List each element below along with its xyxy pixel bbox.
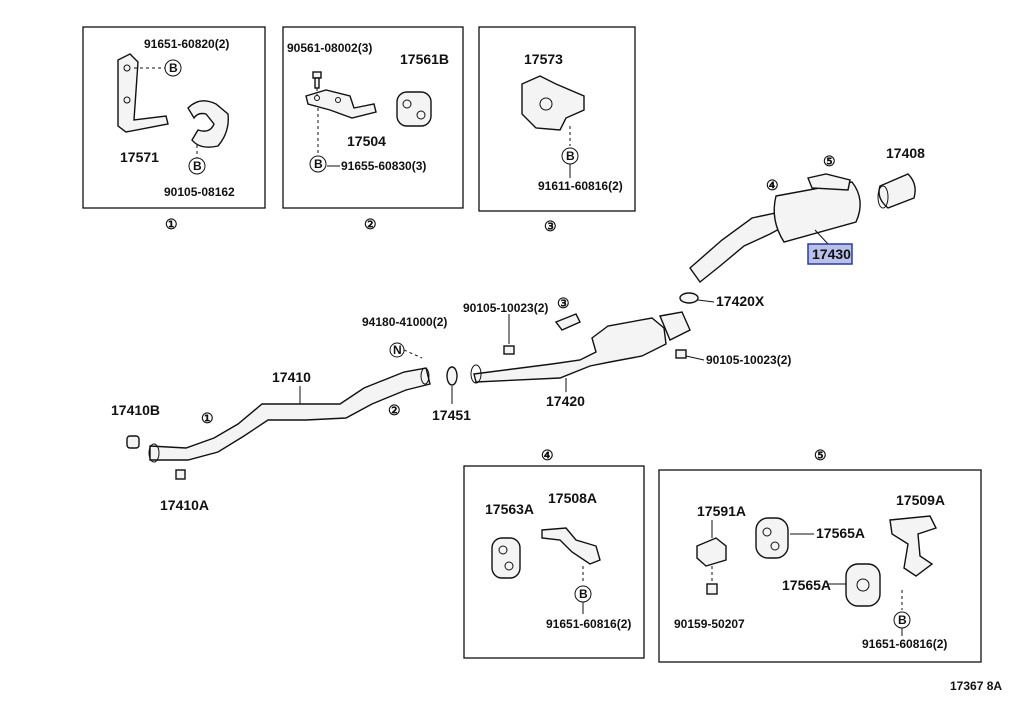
bracket-17571[interactable]	[117, 53, 169, 133]
part-label: 91655-60830(3)	[341, 159, 426, 173]
front-pipe-17410[interactable]	[148, 367, 431, 463]
detail-box-4: B 17563A 17508A 91651-60816(2)	[463, 465, 645, 659]
bolt-icon	[675, 349, 687, 359]
diagram-reference: 17367 8A	[950, 679, 1002, 693]
box-number: ①	[165, 216, 178, 232]
part-label: 91651-60816(2)	[862, 637, 947, 651]
bracket-17504[interactable]	[305, 89, 377, 119]
box-number: ④	[541, 447, 554, 463]
bolt-marker-b: B	[309, 155, 327, 173]
part-label: 90159-50207	[674, 617, 745, 631]
part-label: 17504	[347, 133, 386, 149]
tail-pipe-17408[interactable]	[877, 173, 916, 209]
bolt-marker-b: B	[188, 157, 206, 175]
label-bolt-lower: 90105-10023(2)	[706, 353, 791, 367]
bolt-icon	[503, 345, 515, 355]
svg-text:B: B	[193, 159, 202, 173]
detail-box-1: B B 91651-60820(2) 17571 90105-08162 ①	[82, 26, 266, 232]
svg-text:B: B	[898, 613, 907, 627]
part-label: 90105-08162	[164, 185, 235, 199]
rubber-hanger-17565a[interactable]	[755, 517, 789, 559]
svg-text:B: B	[169, 61, 178, 75]
svg-text:B: B	[579, 587, 588, 601]
part-label: 17508A	[548, 490, 597, 506]
nut-17410b[interactable]	[126, 435, 140, 449]
part-label: 17561B	[400, 51, 449, 67]
detail-box-3: B 17573 91611-60816(2) ③	[478, 26, 636, 234]
rubber-hanger-17561b[interactable]	[396, 91, 432, 127]
nut-marker-n: N	[389, 342, 405, 358]
bracket-17573[interactable]	[521, 75, 585, 131]
tail-muffler-17430[interactable]	[689, 173, 861, 284]
label-nut: 94180-41000(2)	[362, 315, 447, 329]
svg-text:B: B	[566, 149, 575, 163]
block-17591a[interactable]	[696, 537, 727, 567]
label-bolt-upper: 90105-10023(2)	[463, 301, 548, 315]
bolt-icon	[706, 583, 718, 595]
center-pipe-17420[interactable]	[470, 311, 691, 384]
label-17408: 17408	[886, 145, 925, 161]
clamp-part[interactable]	[187, 100, 229, 148]
part-label: 17563A	[485, 501, 534, 517]
callout-2: ②	[388, 402, 401, 418]
label-17420: 17420	[546, 393, 585, 409]
rubber-hanger-17563a[interactable]	[491, 537, 521, 579]
label-17410: 17410	[272, 369, 311, 385]
callout-3: ③	[557, 295, 570, 311]
callout-5: ⑤	[823, 153, 836, 169]
part-label: 17571	[120, 149, 159, 165]
part-label: 90561-08002(3)	[287, 41, 372, 55]
part-label: 91651-60816(2)	[546, 617, 631, 631]
svg-text:N: N	[393, 343, 402, 357]
gasket-17420x[interactable]	[679, 292, 699, 304]
part-label: 91651-60820(2)	[144, 37, 229, 51]
callout-1: ①	[201, 410, 214, 426]
bolt-17410a[interactable]	[175, 469, 186, 480]
box-number: ⑤	[814, 447, 827, 463]
bracket-17509a[interactable]	[889, 515, 937, 577]
svg-text:17430: 17430	[812, 246, 851, 262]
bracket-17508a[interactable]	[541, 527, 601, 565]
label-17451: 17451	[432, 407, 471, 423]
part-label: 91611-60816(2)	[538, 179, 623, 193]
callout-4: ④	[766, 177, 779, 193]
bolt-icon	[312, 71, 322, 89]
label-17420x: 17420X	[716, 293, 765, 309]
part-label: 17591A	[697, 503, 746, 519]
highlighted-label-17430[interactable]: 17430	[807, 243, 853, 265]
box-number: ③	[544, 218, 557, 234]
svg-text:B: B	[314, 157, 323, 171]
part-label: 17565A	[782, 577, 831, 593]
bolt-marker-b: B	[893, 611, 911, 629]
rubber-hanger-17565a[interactable]	[845, 563, 881, 607]
part-label: 17565A	[816, 525, 865, 541]
box-number: ②	[364, 216, 377, 232]
bolt-marker-b: B	[574, 585, 592, 603]
bolt-marker-b: B	[561, 147, 579, 165]
label-17410a: 17410A	[160, 497, 209, 513]
gasket-17451[interactable]	[446, 366, 458, 386]
part-label: 17573	[524, 51, 563, 67]
label-17410b: 17410B	[111, 402, 160, 418]
part-label: 17509A	[896, 492, 945, 508]
detail-box-5: B 17591A 17565A 17565A 17509A 90159-5020…	[658, 469, 982, 663]
detail-box-2: B 90561-08002(3) 17561B 17504 91655-6083…	[282, 26, 464, 232]
bolt-marker-b: B	[164, 59, 182, 77]
